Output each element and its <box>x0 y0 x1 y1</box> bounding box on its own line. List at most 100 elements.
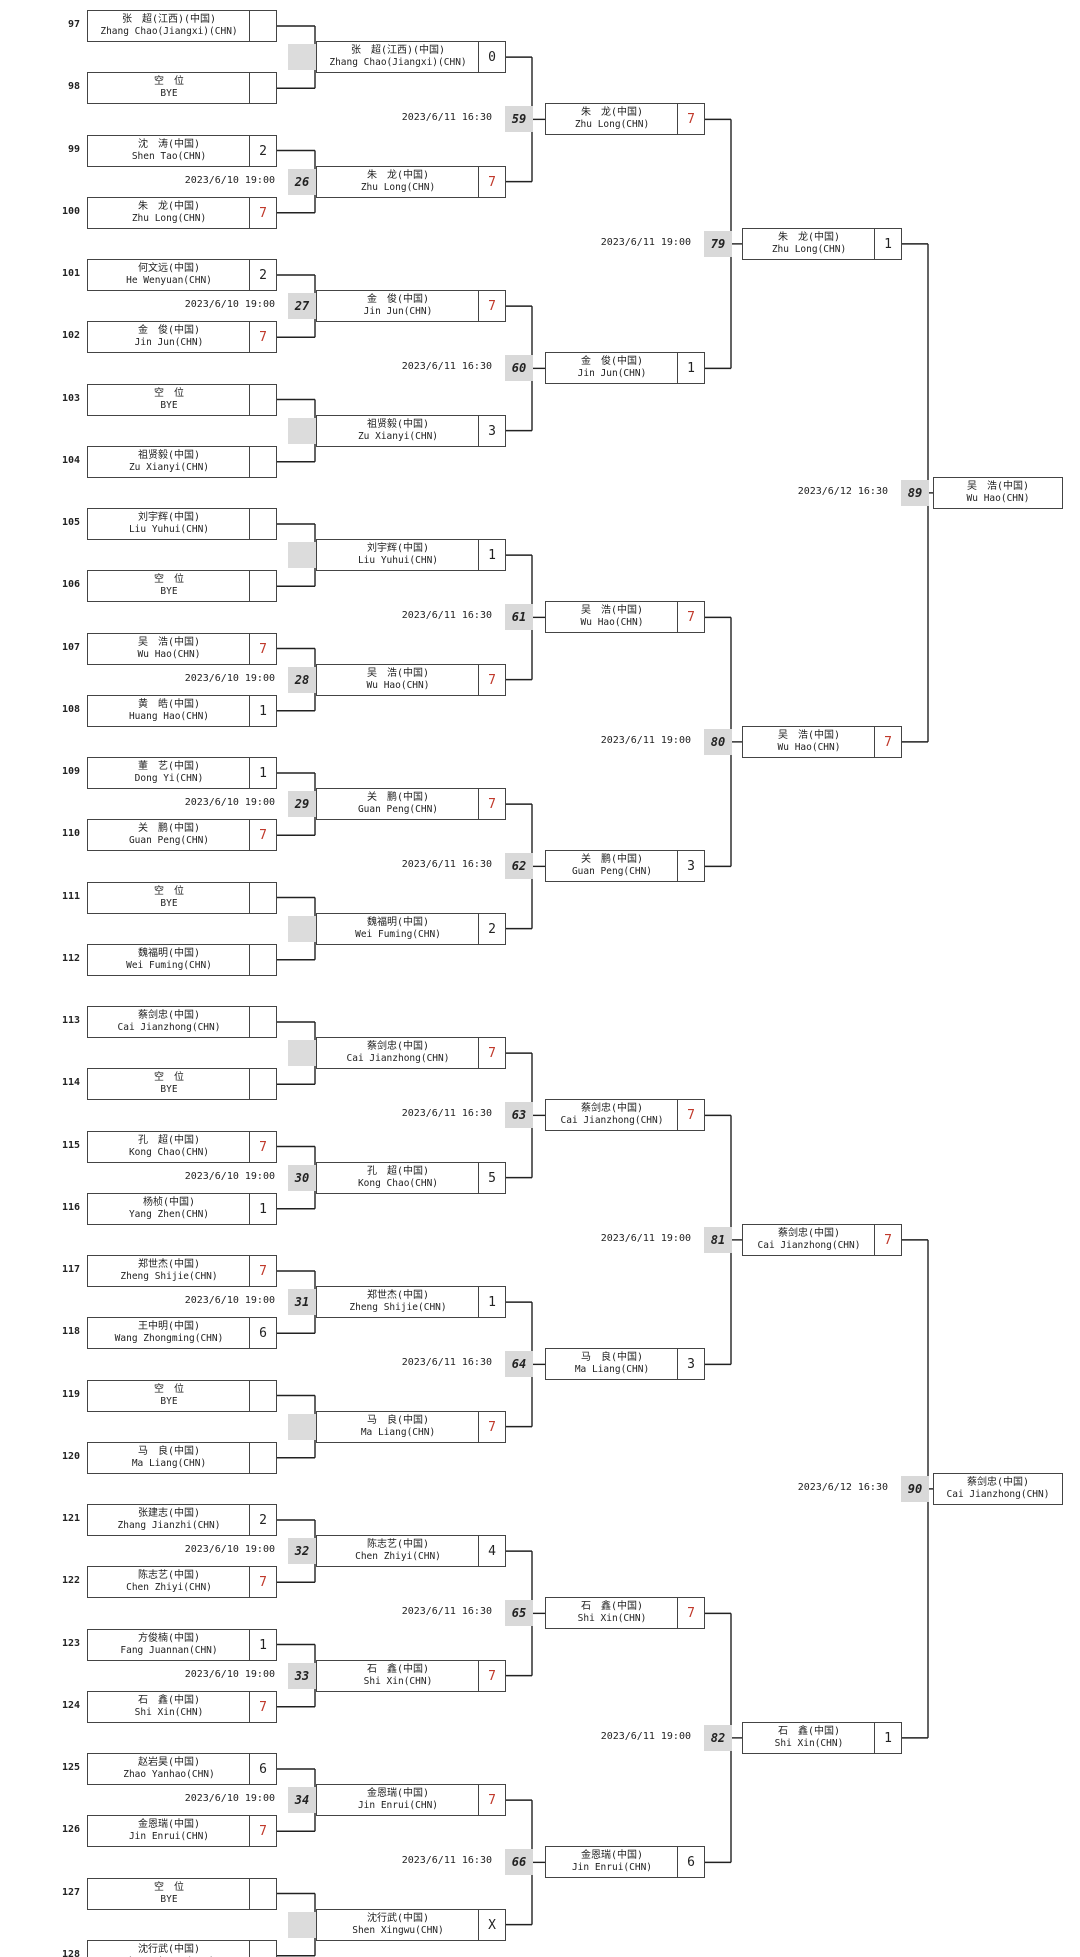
player-box[interactable]: 张 超(江西)(中国)Zhang Chao(Jiangxi)(CHN) <box>87 10 277 42</box>
player-box[interactable]: 陈志艺(中国)Chen Zhiyi(CHN)4 <box>316 1535 506 1567</box>
player-box[interactable]: 金恩瑞(中国)Jin Enrui(CHN)7 <box>87 1815 277 1847</box>
player-box[interactable]: 金恩瑞(中国)Jin Enrui(CHN)7 <box>316 1784 506 1816</box>
player-box[interactable]: 金 俊(中国)Jin Jun(CHN)1 <box>545 352 705 384</box>
player-box[interactable]: 蔡剑忠(中国)Cai Jianzhong(CHN) <box>87 1006 277 1038</box>
player-box[interactable]: 金 俊(中国)Jin Jun(CHN)7 <box>87 321 277 353</box>
player-score: 2 <box>249 260 276 290</box>
player-name-en: Huang Hao(CHN) <box>128 711 210 722</box>
player-box[interactable]: 张 超(江西)(中国)Zhang Chao(Jiangxi)(CHN)0 <box>316 41 506 73</box>
player-box[interactable]: 祖贤毅(中国)Zu Xianyi(CHN) <box>87 446 277 478</box>
player-box[interactable]: 蔡剑忠(中国)Cai Jianzhong(CHN) <box>933 1473 1063 1505</box>
player-box[interactable]: 关 鹏(中国)Guan Peng(CHN)3 <box>545 850 705 882</box>
match-number-badge: 26 <box>288 169 316 195</box>
match-number-badge <box>288 916 316 942</box>
player-name-en: Zhu Long(CHN) <box>771 244 847 255</box>
player-name-en: Yang Zhen(CHN) <box>128 1209 210 1220</box>
player-box[interactable]: 关 鹏(中国)Guan Peng(CHN)7 <box>316 788 506 820</box>
player-box[interactable]: 蔡剑忠(中国)Cai Jianzhong(CHN)7 <box>316 1037 506 1069</box>
player-box[interactable]: 郑世杰(中国)Zheng Shijie(CHN)1 <box>316 1286 506 1318</box>
player-box[interactable]: 吴 浩(中国)Wu Hao(CHN)7 <box>316 664 506 696</box>
player-box[interactable]: 石 鑫(中国)Shi Xin(CHN)7 <box>87 1691 277 1723</box>
player-names: 马 良(中国)Ma Liang(CHN) <box>88 1443 250 1473</box>
player-box[interactable]: 吴 浩(中国)Wu Hao(CHN) <box>933 477 1063 509</box>
seed-number: 100 <box>61 206 80 217</box>
player-box[interactable]: 吴 浩(中国)Wu Hao(CHN)7 <box>87 633 277 665</box>
player-box[interactable]: 张建志(中国)Zhang Jianzhi(CHN)2 <box>87 1504 277 1536</box>
player-name-en: Wu Hao(CHN) <box>366 680 430 691</box>
player-box[interactable]: 方俊楠(中国)Fang Juannan(CHN)1 <box>87 1629 277 1661</box>
player-box[interactable]: 沈 涛(中国)Shen Tao(CHN)2 <box>87 135 277 167</box>
player-box[interactable]: 马 良(中国)Ma Liang(CHN)3 <box>545 1348 705 1380</box>
player-name-en: Zhang Chao(Jiangxi)(CHN) <box>329 57 467 68</box>
player-box[interactable]: 魏福明(中国)Wei Fuming(CHN) <box>87 944 277 976</box>
player-score: 7 <box>249 1567 276 1597</box>
player-names: 杨桢(中国)Yang Zhen(CHN) <box>88 1194 250 1224</box>
player-box[interactable]: 郑世杰(中国)Zheng Shijie(CHN)7 <box>87 1255 277 1287</box>
match-number-badge: 63 <box>505 1102 533 1128</box>
player-name-cn: 石 鑫(中国) <box>366 1664 430 1675</box>
player-box[interactable]: 祖贤毅(中国)Zu Xianyi(CHN)3 <box>316 415 506 447</box>
player-box[interactable]: 陈志艺(中国)Chen Zhiyi(CHN)7 <box>87 1566 277 1598</box>
player-box[interactable]: 石 鑫(中国)Shi Xin(CHN)7 <box>545 1597 705 1629</box>
player-box[interactable]: 蔡剑忠(中国)Cai Jianzhong(CHN)7 <box>545 1099 705 1131</box>
player-name-cn: 空 位 <box>154 1072 184 1083</box>
player-score: 3 <box>677 1349 704 1379</box>
player-box[interactable]: 沈行武(中国)Shen Xingwu(CHN)X <box>316 1909 506 1941</box>
player-name-cn: 金恩瑞(中国) <box>137 1819 201 1830</box>
player-name-en: Jin Enrui(CHN) <box>357 1800 439 1811</box>
player-name-cn: 董 艺(中国) <box>137 761 201 772</box>
player-box[interactable]: 关 鹏(中国)Guan Peng(CHN)7 <box>87 819 277 851</box>
player-name-en: Zhao Yanhao(CHN) <box>123 1769 215 1780</box>
player-box[interactable]: 吴 浩(中国)Wu Hao(CHN)7 <box>742 726 902 758</box>
player-box[interactable]: 蔡剑忠(中国)Cai Jianzhong(CHN)7 <box>742 1224 902 1256</box>
player-name-cn: 石 鑫(中国) <box>137 1695 201 1706</box>
player-box[interactable]: 刘宇辉(中国)Liu Yuhui(CHN)1 <box>316 539 506 571</box>
player-box[interactable]: 朱 龙(中国)Zhu Long(CHN)1 <box>742 228 902 260</box>
match-number-badge: 80 <box>704 729 732 755</box>
seed-number: 125 <box>61 1762 80 1773</box>
player-score: 1 <box>874 229 901 259</box>
player-name-en: BYE <box>160 1894 178 1905</box>
player-box[interactable]: 马 良(中国)Ma Liang(CHN)7 <box>316 1411 506 1443</box>
player-box[interactable]: 杨桢(中国)Yang Zhen(CHN)1 <box>87 1193 277 1225</box>
player-box[interactable]: 石 鑫(中国)Shi Xin(CHN)1 <box>742 1722 902 1754</box>
player-names: 张 超(江西)(中国)Zhang Chao(Jiangxi)(CHN) <box>317 42 479 72</box>
player-name-en: BYE <box>160 1396 178 1407</box>
player-name-cn: 沈行武(中国) <box>366 1913 430 1924</box>
player-box[interactable]: 沈行武(中国)Shen Xingwu(CHN) <box>87 1940 277 1957</box>
player-box[interactable]: 赵岩昊(中国)Zhao Yanhao(CHN)6 <box>87 1753 277 1785</box>
player-box[interactable]: 何文远(中国)He Wenyuan(CHN)2 <box>87 259 277 291</box>
player-name-cn: 郑世杰(中国) <box>137 1259 201 1270</box>
player-score: 7 <box>874 727 901 757</box>
player-box[interactable]: 孔 超(中国)Kong Chao(CHN)7 <box>87 1131 277 1163</box>
player-box[interactable]: 刘宇辉(中国)Liu Yuhui(CHN) <box>87 508 277 540</box>
player-score: 6 <box>249 1754 276 1784</box>
player-box[interactable]: 吴 浩(中国)Wu Hao(CHN)7 <box>545 601 705 633</box>
player-box[interactable]: 朱 龙(中国)Zhu Long(CHN)7 <box>87 197 277 229</box>
player-box[interactable]: 石 鑫(中国)Shi Xin(CHN)7 <box>316 1660 506 1692</box>
player-name-en: Kong Chao(CHN) <box>357 1178 439 1189</box>
player-box[interactable]: 魏福明(中国)Wei Fuming(CHN)2 <box>316 913 506 945</box>
player-box[interactable]: 王中明(中国)Wang Zhongming(CHN)6 <box>87 1317 277 1349</box>
player-name-cn: 魏福明(中国) <box>137 948 201 959</box>
player-box[interactable]: 黄 皓(中国)Huang Hao(CHN)1 <box>87 695 277 727</box>
player-names: 金 俊(中国)Jin Jun(CHN) <box>546 353 678 383</box>
player-box[interactable]: 朱 龙(中国)Zhu Long(CHN)7 <box>316 166 506 198</box>
player-score: 7 <box>249 1256 276 1286</box>
seed-number: 115 <box>61 1140 80 1151</box>
player-box[interactable]: 马 良(中国)Ma Liang(CHN) <box>87 1442 277 1474</box>
player-box[interactable]: 朱 龙(中国)Zhu Long(CHN)7 <box>545 103 705 135</box>
player-name-en: Ma Liang(CHN) <box>574 1364 650 1375</box>
player-box[interactable]: 孔 超(中国)Kong Chao(CHN)5 <box>316 1162 506 1194</box>
player-names: 沈行武(中国)Shen Xingwu(CHN) <box>88 1941 250 1957</box>
player-box[interactable]: 金恩瑞(中国)Jin Enrui(CHN)6 <box>545 1846 705 1878</box>
player-box[interactable]: 金 俊(中国)Jin Jun(CHN)7 <box>316 290 506 322</box>
player-box[interactable]: 董 艺(中国)Dong Yi(CHN)1 <box>87 757 277 789</box>
